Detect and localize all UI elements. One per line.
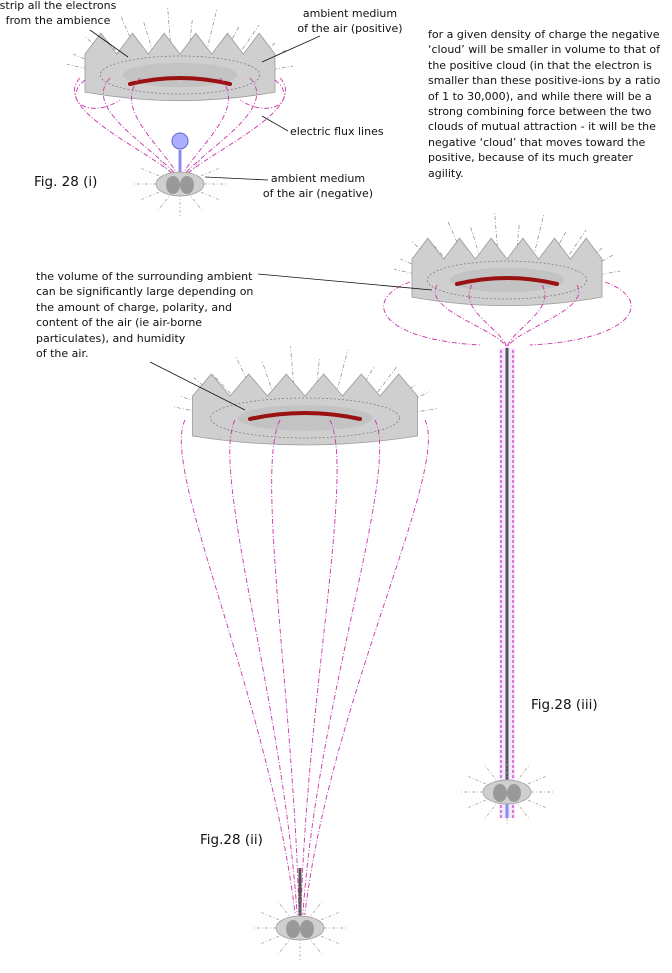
fig-ii-charge-bar [248,411,362,421]
fig-iii-flux-line [506,284,580,349]
fig-iii-flux-line [529,281,632,346]
cloud-volume-note: for a given density of charge the negati… [428,28,661,180]
fig-i-positive-cloud-core [99,55,261,95]
fig-iii-flux-line [468,284,508,349]
label-ambient-negative: ambient medium of the air (negative) [262,172,374,200]
leader-volume-note-iii [257,273,433,291]
label-strip-electrons: strip all the electrons from the ambienc… [0,0,117,27]
fig-ii-negative-cloud [275,915,325,941]
fig-iii-flux-line [506,284,546,349]
fig-i-negative-cloud [155,171,205,197]
fig-iii-flux-line [434,284,508,349]
fig-i-flux-line [239,79,285,109]
figure-caption-i: Fig. 28 (i) [34,174,98,190]
fig-ii-flux-line [304,419,429,916]
figure-i [66,6,321,216]
leader-volume-note [149,361,246,411]
fig-ii-flux-line [271,419,300,916]
label-ambient-positive: ambient medium of the air (positive) [297,7,403,35]
leader-ambient-negative [204,176,269,181]
fig-i-flux-line [102,77,181,181]
fig-i-flux-line [75,79,121,109]
figure-caption-iii: Fig.28 (iii) [531,697,598,713]
ambient-volume-note: the volume of the surrounding ambient ca… [36,270,254,361]
fig-iii-charge-bar [455,276,559,286]
leader-flux-lines [261,115,289,132]
fig-iii-flux-lines [383,281,632,349]
fig-ii-flux-line [180,419,296,916]
figure-iii [257,211,632,824]
fig-i-bulb [171,132,189,150]
fig-ii-flux-line [300,419,338,916]
fig-i-flux-line [179,77,229,181]
fig-i-flux-line [131,77,181,181]
figure-caption-ii: Fig.28 (ii) [200,832,263,848]
fig-iii-flux-line [383,281,481,346]
fig-iii-positive-cloud-core [426,260,588,300]
fig-iii-negative-cloud [482,779,532,805]
fig-ii-flux-line [229,419,298,916]
leader-ambient-positive [261,35,321,63]
fig-i-charge-bar [128,76,232,86]
figure-ii [149,346,438,960]
fig-ii-flux-line [302,419,381,916]
label-flux-lines: electric flux lines [290,125,384,138]
fig-ii-flux-lines [180,419,429,916]
leader-strip-electrons [89,29,129,58]
fig-i-flux-line [179,77,258,181]
fig-ii-positive-cloud-core [210,397,400,439]
